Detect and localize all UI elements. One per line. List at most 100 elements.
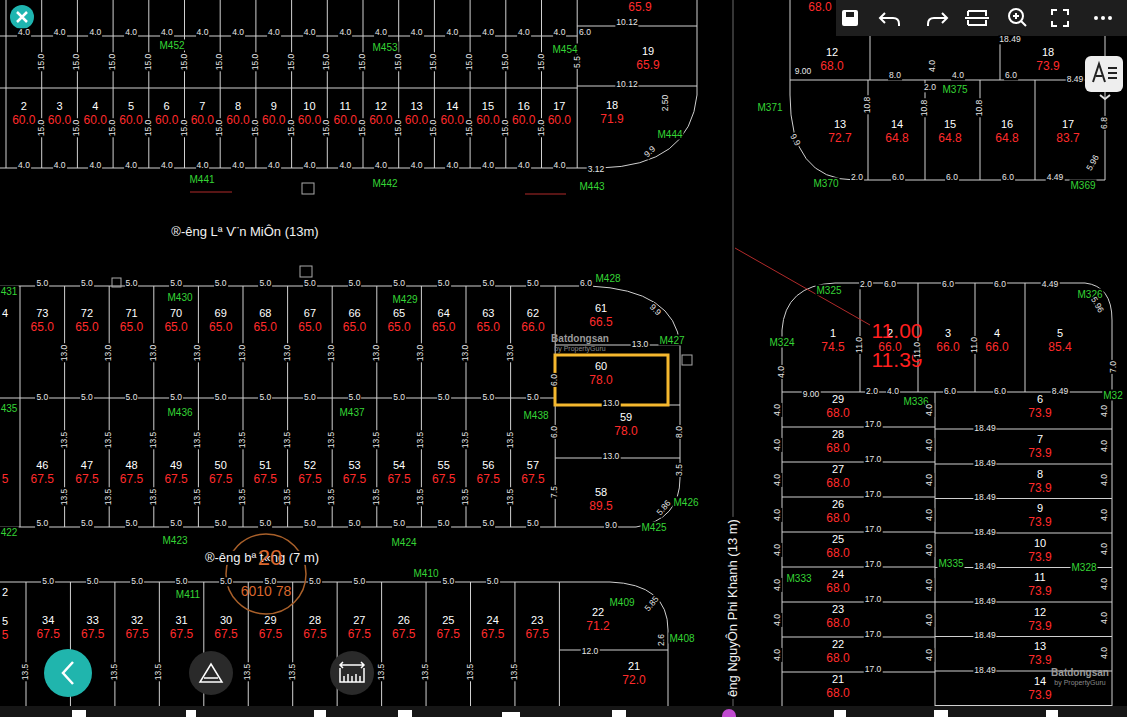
dimension: 13.0 [283,344,292,363]
lot-area: 68.0 [826,511,849,525]
dimension: 15.0 [144,119,153,138]
dimension: 13.5 [328,431,337,450]
lot-marker: M443 [578,181,605,192]
bottom-icon [722,709,736,717]
lot-number: 13 [410,100,422,113]
plot-lot: 5767.5 [512,448,554,498]
dimension: 6.0 [945,173,959,182]
plot-lot: 174.5 [808,321,858,361]
plot-lot: 6078.0 [571,357,631,391]
dimension: 11.0 [855,336,864,354]
dimension: 2.50 [661,94,670,113]
lot-number: 25 [832,533,844,546]
dimension: 15.0 [358,53,367,72]
plot-lot: 1060.0 [292,86,326,142]
dimension: 4.0 [773,613,782,627]
lot-area: 60.0 [512,113,535,127]
lot-number: 28 [832,428,844,441]
dimension: 15.0 [180,53,189,72]
dimension: 13.5 [155,663,164,682]
lot-number: 3 [945,327,951,340]
dimension: 4.0 [445,161,459,170]
dimension: 4.0 [773,543,782,557]
lot-marker: M452 [158,40,185,51]
dimension: 13.5 [328,488,337,507]
dimension: 13.0 [149,344,158,363]
plot-lot: 1473.9 [1010,673,1070,705]
dimension: 6.0 [941,280,955,289]
dimension: 4.0 [925,578,934,592]
lot-area: 67.5 [303,627,326,641]
measure-overlay: 6010 78 [241,584,292,599]
dimension: 4.0 [88,161,102,170]
lot-area: 65.0 [298,320,321,334]
lot-number: 73 [36,307,48,320]
dimension: 15.0 [430,53,439,72]
plot-lot: 5167.5 [244,448,286,498]
dimension: 13.0 [602,399,621,408]
lot-number: 69 [215,307,227,320]
dimension: 15.0 [108,53,117,72]
plot-lot: 660.0 [150,86,184,142]
dimension: 13.5 [60,431,69,450]
plot-lot: 2867.5 [294,603,336,653]
bottom-icon [186,710,196,717]
plot-lot: 6266.0 [512,296,554,346]
lot-lines [782,283,1112,717]
lot-number: 9 [271,100,277,113]
lot-number: 12 [375,100,387,113]
dimension: 4.0 [925,543,934,557]
dimension: 6.0 [891,173,905,182]
plot-lot: 3467.5 [27,603,69,653]
lot-lines [0,286,680,527]
plot-lot: 5367.5 [334,448,376,498]
dimension: 4.0 [1100,508,1109,522]
dimension: 5.0 [308,577,322,586]
lot-area: 73.9 [1028,653,1051,667]
plot-lot: 7165.0 [111,296,153,346]
lot-marker: M375 [941,84,968,95]
measure-circle [226,534,306,614]
bottom-icon [1046,710,1058,717]
lot-marker: M324 [768,337,795,348]
lot-area: 67.5 [209,472,232,486]
dimension: 15.0 [180,119,189,138]
dimension: 13.5 [60,488,69,507]
dimension: 13.0 [417,344,426,363]
block-boundary [0,582,668,717]
dimension: 8.0 [888,71,902,80]
lot-number: 10 [1034,537,1046,550]
block-boundary [782,283,1112,717]
lot-marker: M453 [371,42,398,53]
dimension: 13.5 [372,431,381,450]
dimension: 4.0 [267,28,281,37]
lot-number: 34 [42,614,54,627]
dimension: 6.0 [993,280,1007,289]
lot-area: 67.5 [214,627,237,641]
plot-lot: 3067.5 [205,603,247,653]
plot-lot: 3167.5 [161,603,203,653]
dimension: 13.0 [372,344,381,363]
dimension: 13.5 [510,663,519,682]
lot-number: 48 [125,459,137,472]
lot-number: 24 [832,568,844,581]
lot-marker: M32 [1102,390,1123,401]
lot-area: 66.0 [521,320,544,334]
dimension: 5.0 [392,279,406,288]
lot-lines [26,582,668,717]
close-button [10,5,34,29]
marker-square [302,183,314,194]
plot-lot: 2568.0 [808,531,868,563]
lot-number: 57 [527,459,539,472]
plot-lot: 5978.0 [596,408,656,442]
dimension: 13.5 [283,431,292,450]
dimension: 4.0 [53,161,67,170]
plot-lot: 1760.0 [542,86,576,142]
dimension: 15.0 [287,119,296,138]
dimension: 5.86 [654,498,673,518]
dimension: 5.0 [392,393,406,402]
dimension: 4.49 [1046,173,1065,182]
plot-lot: 585.4 [1035,321,1085,361]
dimension: 5.0 [303,393,317,402]
